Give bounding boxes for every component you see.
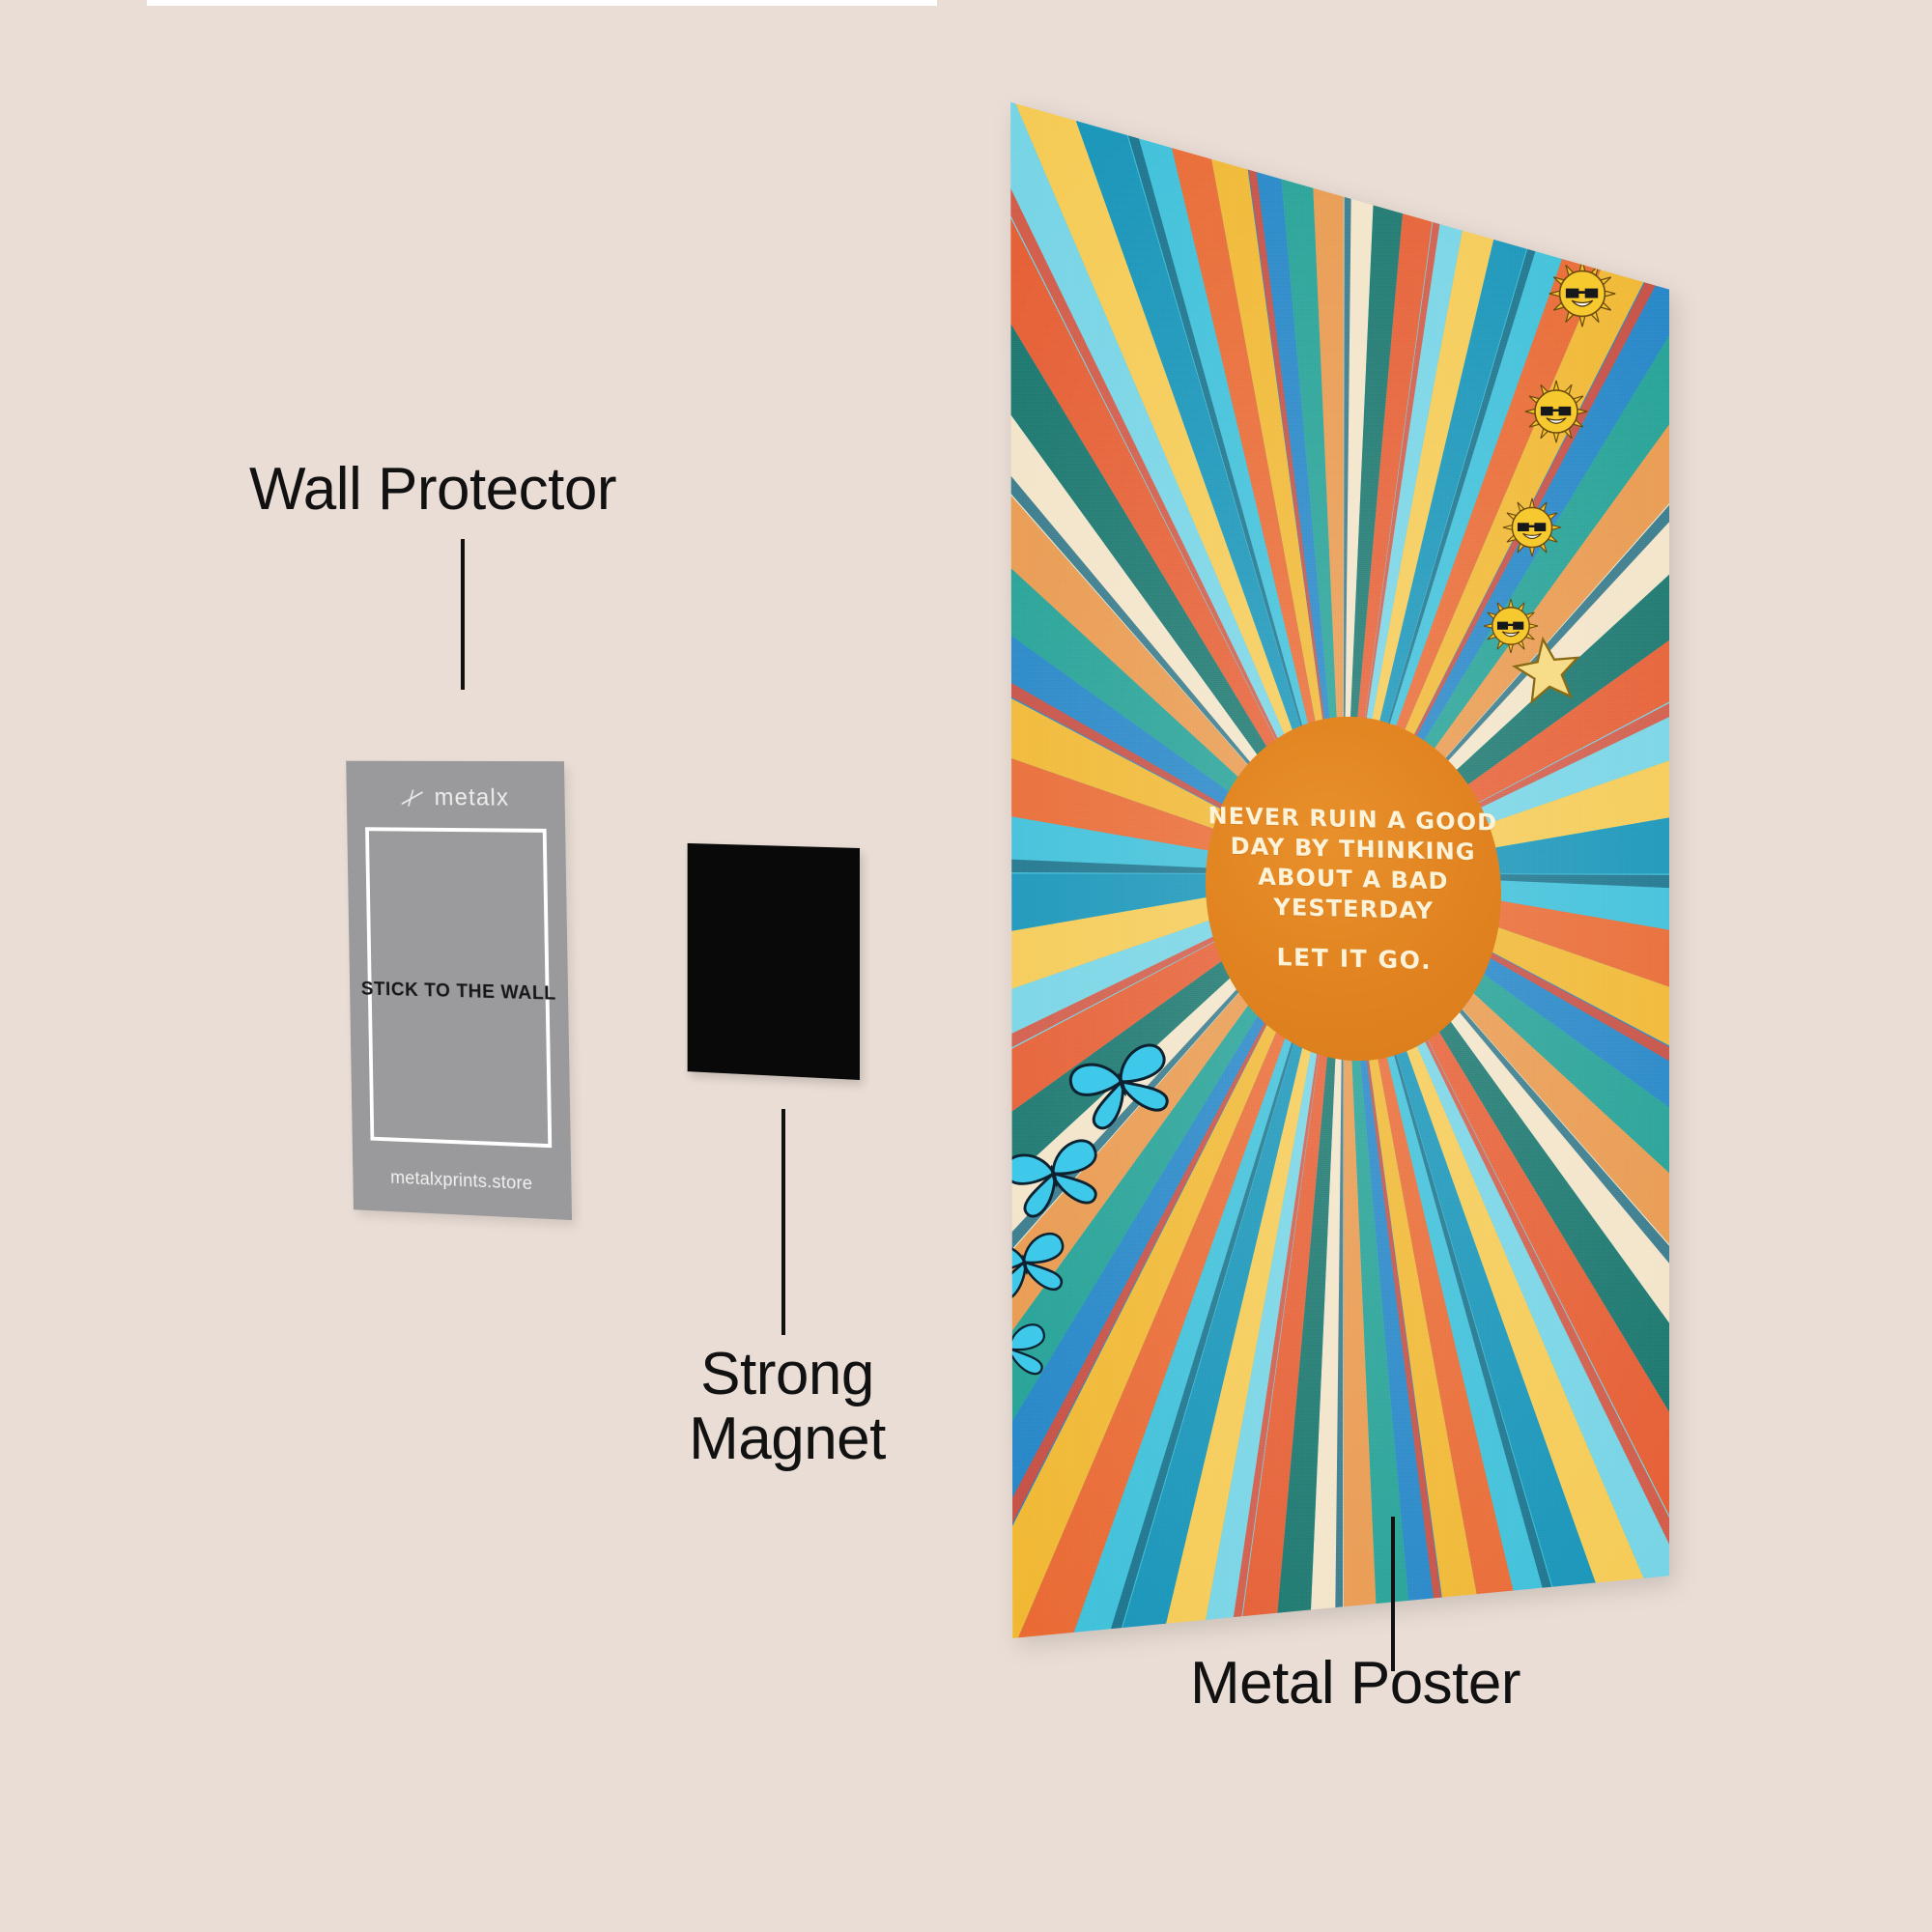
callout-label-metal-poster: Metal Poster	[1190, 1650, 1521, 1717]
leader-line-wall-protector	[461, 539, 465, 690]
metalx-wordmark: metalx	[434, 783, 510, 811]
metalx-cross-icon	[400, 787, 426, 809]
callout-label-wall-protector: Wall Protector	[249, 456, 617, 523]
butterfly-sticker	[1010, 1139, 1097, 1218]
butterfly-sticker	[1068, 1043, 1169, 1130]
sun-sunglasses-sticker	[1548, 260, 1616, 327]
sun-sunglasses-sticker	[1524, 380, 1588, 443]
butterfly-sticker	[1010, 1232, 1065, 1301]
sticker-layer	[1010, 260, 1616, 1383]
star-sticker	[1511, 636, 1580, 705]
quote-tagline: LET IT GO.	[1276, 943, 1433, 976]
wall-protector-card[interactable]: metalx STICK TO THE WALL metalxprints.st…	[346, 760, 573, 1221]
top-white-strip	[147, 0, 937, 6]
leader-line-metal-poster	[1391, 1517, 1395, 1671]
sun-sunglasses-sticker	[1483, 598, 1539, 654]
callout-label-strong-magnet: Strong Magnet	[689, 1341, 886, 1472]
sun-sunglasses-sticker	[1502, 497, 1562, 557]
store-url-text: metalxprints.store	[389, 1167, 533, 1195]
leader-line-strong-magnet	[781, 1109, 785, 1335]
butterfly-sticker	[1010, 1323, 1045, 1383]
quote-line: YESTERDAY	[1273, 894, 1435, 925]
strong-magnet-square[interactable]	[687, 842, 860, 1080]
metalx-logo: metalx	[347, 783, 565, 812]
